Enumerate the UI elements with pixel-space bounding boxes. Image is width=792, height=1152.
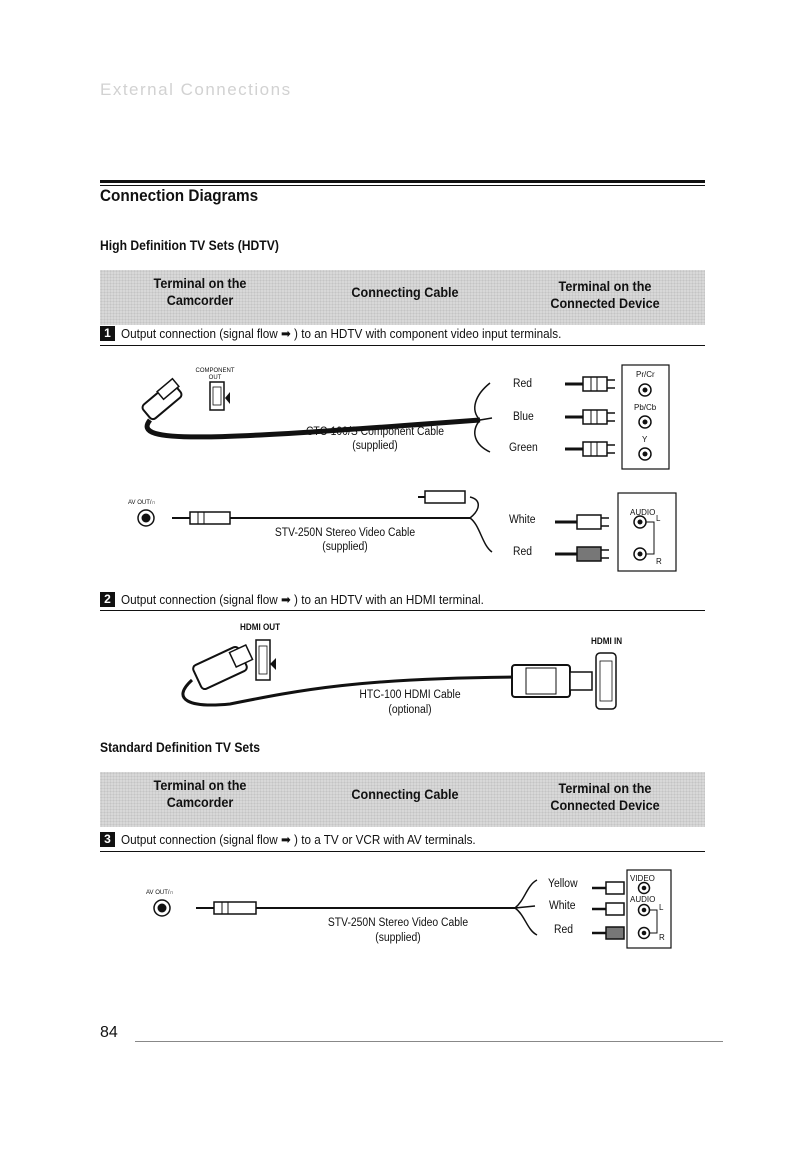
plug-blue: Blue (513, 411, 534, 423)
sd-audio-l-label: L (659, 903, 664, 912)
terminal-pb-cb: Pb/Cb (634, 403, 657, 412)
av-out-jack-sd-icon (153, 899, 171, 917)
step-1-number: 1 (100, 326, 115, 341)
sd-plug-yellow: Yellow (548, 878, 578, 890)
av-out-jack-icon (137, 509, 155, 527)
component-out-label: COMPONENT OUT (195, 368, 235, 381)
hdmi-plug-device-icon (511, 652, 617, 710)
section-title: Connection Diagrams (100, 186, 259, 205)
sd-av-cable-note: (supplied) (375, 932, 421, 944)
component-plug-camcorder-icon (141, 377, 230, 421)
step-1: 1 Output connection (signal flow ➡ ) to a… (100, 325, 610, 343)
page-number: 84 (100, 1024, 118, 1041)
audio-input-panel (617, 492, 677, 572)
hdmi-out-label: HDMI OUT (240, 622, 281, 632)
sd-plug-red: Red (554, 924, 573, 936)
av-mini-plug-sd-icon (196, 901, 257, 915)
step-2-text: Output connection (signal flow ➡ ) to an… (121, 592, 484, 607)
plug-red-audio: Red (513, 546, 532, 558)
step-2: 2 Output connection (signal flow ➡ ) to a… (100, 591, 524, 609)
audio-l-label: L (656, 514, 661, 523)
sdtv-header-connecting-cable: Connecting Cable (351, 786, 459, 802)
sdtv-header-bar: Terminal on the Camcorder Connecting Cab… (100, 772, 705, 827)
section-rule-top (100, 180, 705, 183)
component-cable-note: (supplied) (352, 440, 398, 452)
step-3: 3 Output connection (signal flow ➡ ) to a… (100, 831, 515, 849)
sdtv-header-device-terminal: Terminal on the Connected Device (550, 780, 660, 813)
av-out-label: AV OUT/∩ (128, 500, 156, 506)
step-3-number: 3 (100, 832, 115, 847)
hdmi-plug-camcorder-icon (192, 639, 276, 691)
step-1-rule (100, 345, 705, 346)
component-rca-plugs-icon (565, 376, 615, 457)
terminal-pr-cr: Pr/Cr (636, 370, 655, 379)
av-yellow-plug-icon (418, 490, 466, 504)
audio-label: AUDIO (630, 508, 656, 517)
step-2-rule (100, 610, 705, 611)
component-cable-name: CTC-100/S Component Cable (305, 426, 445, 438)
hdmi-cable-note: (optional) (388, 704, 432, 716)
footer-rule (135, 1041, 723, 1042)
header-connecting-cable: Connecting Cable (351, 284, 459, 300)
plug-red: Red (513, 378, 532, 390)
sdtv-header-camcorder-terminal: Terminal on the Camcorder (153, 777, 247, 810)
chapter-title: External Connections (100, 80, 292, 99)
step-3-text: Output connection (signal flow ➡ ) to a … (121, 832, 476, 847)
hdtv-heading: High Definition TV Sets (HDTV) (100, 238, 279, 253)
av-cable-note: (supplied) (322, 541, 368, 553)
step-3-rule (100, 851, 705, 852)
sd-av-cable-name: STV-250N Stereo Video Cable (327, 917, 469, 929)
sd-video-label: VIDEO (630, 874, 655, 883)
header-camcorder-terminal: Terminal on the Camcorder (153, 275, 247, 308)
step-1-text: Output connection (signal flow ➡ ) to an… (121, 326, 562, 341)
section-rule-bottom (100, 185, 705, 186)
av-rca-plugs-icon (555, 514, 609, 562)
terminal-y: Y (642, 435, 648, 444)
sdtv-heading: Standard Definition TV Sets (100, 740, 261, 755)
sd-plug-white: White (549, 900, 576, 912)
step-2-number: 2 (100, 592, 115, 607)
hdmi-cable-name: HTC-100 HDMI Cable (359, 689, 461, 701)
av-cable-name: STV-250N Stereo Video Cable (274, 527, 416, 539)
hdtv-header-bar: Terminal on the Camcorder Connecting Cab… (100, 270, 705, 325)
audio-r-label: R (656, 557, 662, 566)
hdmi-in-label: HDMI IN (591, 636, 623, 646)
header-device-terminal: Terminal on the Connected Device (550, 278, 660, 311)
sd-av-out-label: AV OUT/∩ (146, 890, 174, 896)
plug-white: White (509, 514, 536, 526)
sd-audio-r-label: R (659, 933, 665, 942)
plug-green: Green (509, 442, 538, 454)
sd-audio-label: AUDIO (630, 895, 656, 904)
sd-rca-plugs-icon (592, 881, 625, 940)
